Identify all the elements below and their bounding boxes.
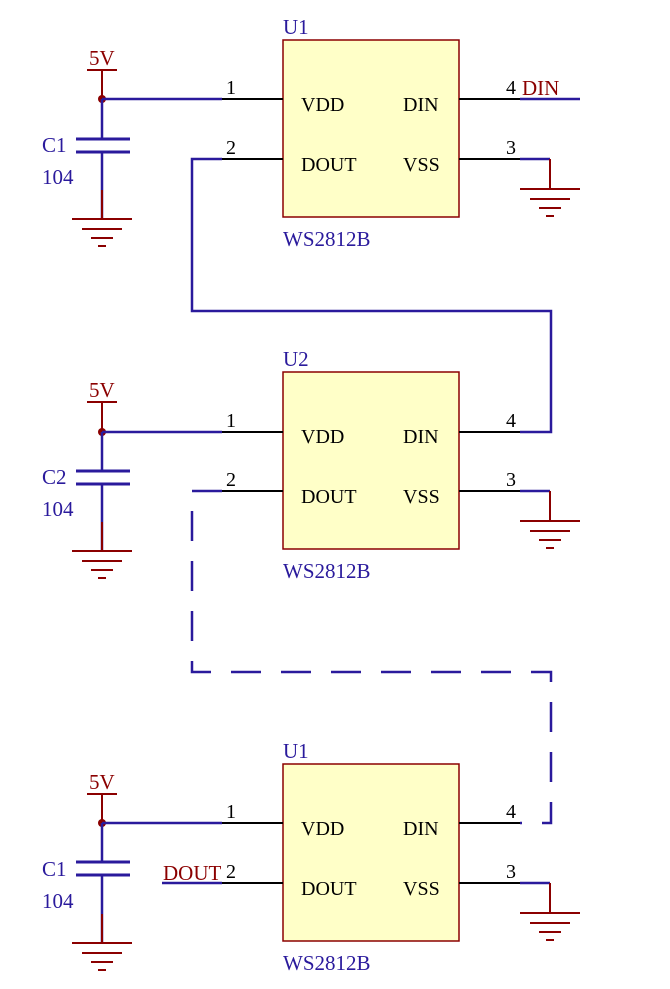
stage-3: U1 WS2812B VDD DOUT DIN VSS 1 2 4 3 5V C… — [42, 739, 580, 975]
pin-3-number: 3 — [506, 861, 516, 883]
pin-4-number: 4 — [506, 801, 516, 823]
ground-icon — [520, 883, 580, 941]
chip-part: WS2812B — [283, 227, 371, 251]
power-label: 5V — [89, 46, 115, 70]
pin-vss-label: VSS — [403, 486, 440, 508]
pin-4-number: 4 — [506, 77, 516, 99]
pin-vss-label: VSS — [403, 154, 440, 176]
chip-body — [282, 763, 460, 942]
ground-icon — [72, 914, 132, 971]
chain-wire-dashed — [190, 489, 553, 825]
cap-value: 104 — [42, 497, 74, 521]
cap-ref: C1 — [42, 857, 67, 881]
pin-dout-label: DOUT — [301, 878, 357, 900]
pin-2-number: 2 — [226, 137, 236, 159]
pin-vdd-label: VDD — [301, 94, 344, 116]
pin-3-number: 3 — [506, 137, 516, 159]
pin-din-label: DIN — [403, 426, 439, 448]
chain-wire-u1-u2 — [190, 157, 553, 434]
pin-3-number: 3 — [506, 469, 516, 491]
chip-ref: U1 — [283, 15, 309, 39]
cap-ref: C2 — [42, 465, 67, 489]
power-label: 5V — [89, 378, 115, 402]
ground-icon — [72, 522, 132, 579]
pin-vdd-label: VDD — [301, 426, 344, 448]
ground-icon — [72, 190, 132, 247]
power-label: 5V — [89, 770, 115, 794]
cap-ref: C1 — [42, 133, 67, 157]
pin-1-number: 1 — [226, 77, 236, 99]
pin-2-number: 2 — [226, 861, 236, 883]
dout-net-label: DOUT — [163, 861, 221, 885]
chip-body — [282, 371, 460, 550]
cap-value: 104 — [42, 165, 74, 189]
chip-part: WS2812B — [283, 951, 371, 975]
pin-din-label: DIN — [403, 818, 439, 840]
pin-2-number: 2 — [226, 469, 236, 491]
pin-4-number: 4 — [506, 410, 516, 432]
pin-din-label: DIN — [403, 94, 439, 116]
stage-2: U2 WS2812B VDD DOUT DIN VSS 1 2 4 3 5V C… — [42, 347, 580, 583]
ground-icon — [520, 491, 580, 549]
pin-vss-label: VSS — [403, 878, 440, 900]
pin-dout-label: DOUT — [301, 154, 357, 176]
stage-1: U1 WS2812B VDD DOUT DIN VSS 1 2 4 3 5V C… — [42, 15, 580, 251]
pin-vdd-label: VDD — [301, 818, 344, 840]
chip-ref: U2 — [283, 347, 309, 371]
din-net-label: DIN — [522, 76, 559, 100]
cap-value: 104 — [42, 889, 74, 913]
pin-1-number: 1 — [226, 801, 236, 823]
ground-icon — [520, 159, 580, 217]
chip-body — [282, 39, 460, 218]
pin-dout-label: DOUT — [301, 486, 357, 508]
pin-1-number: 1 — [226, 410, 236, 432]
chip-ref: U1 — [283, 739, 309, 763]
chip-part: WS2812B — [283, 559, 371, 583]
